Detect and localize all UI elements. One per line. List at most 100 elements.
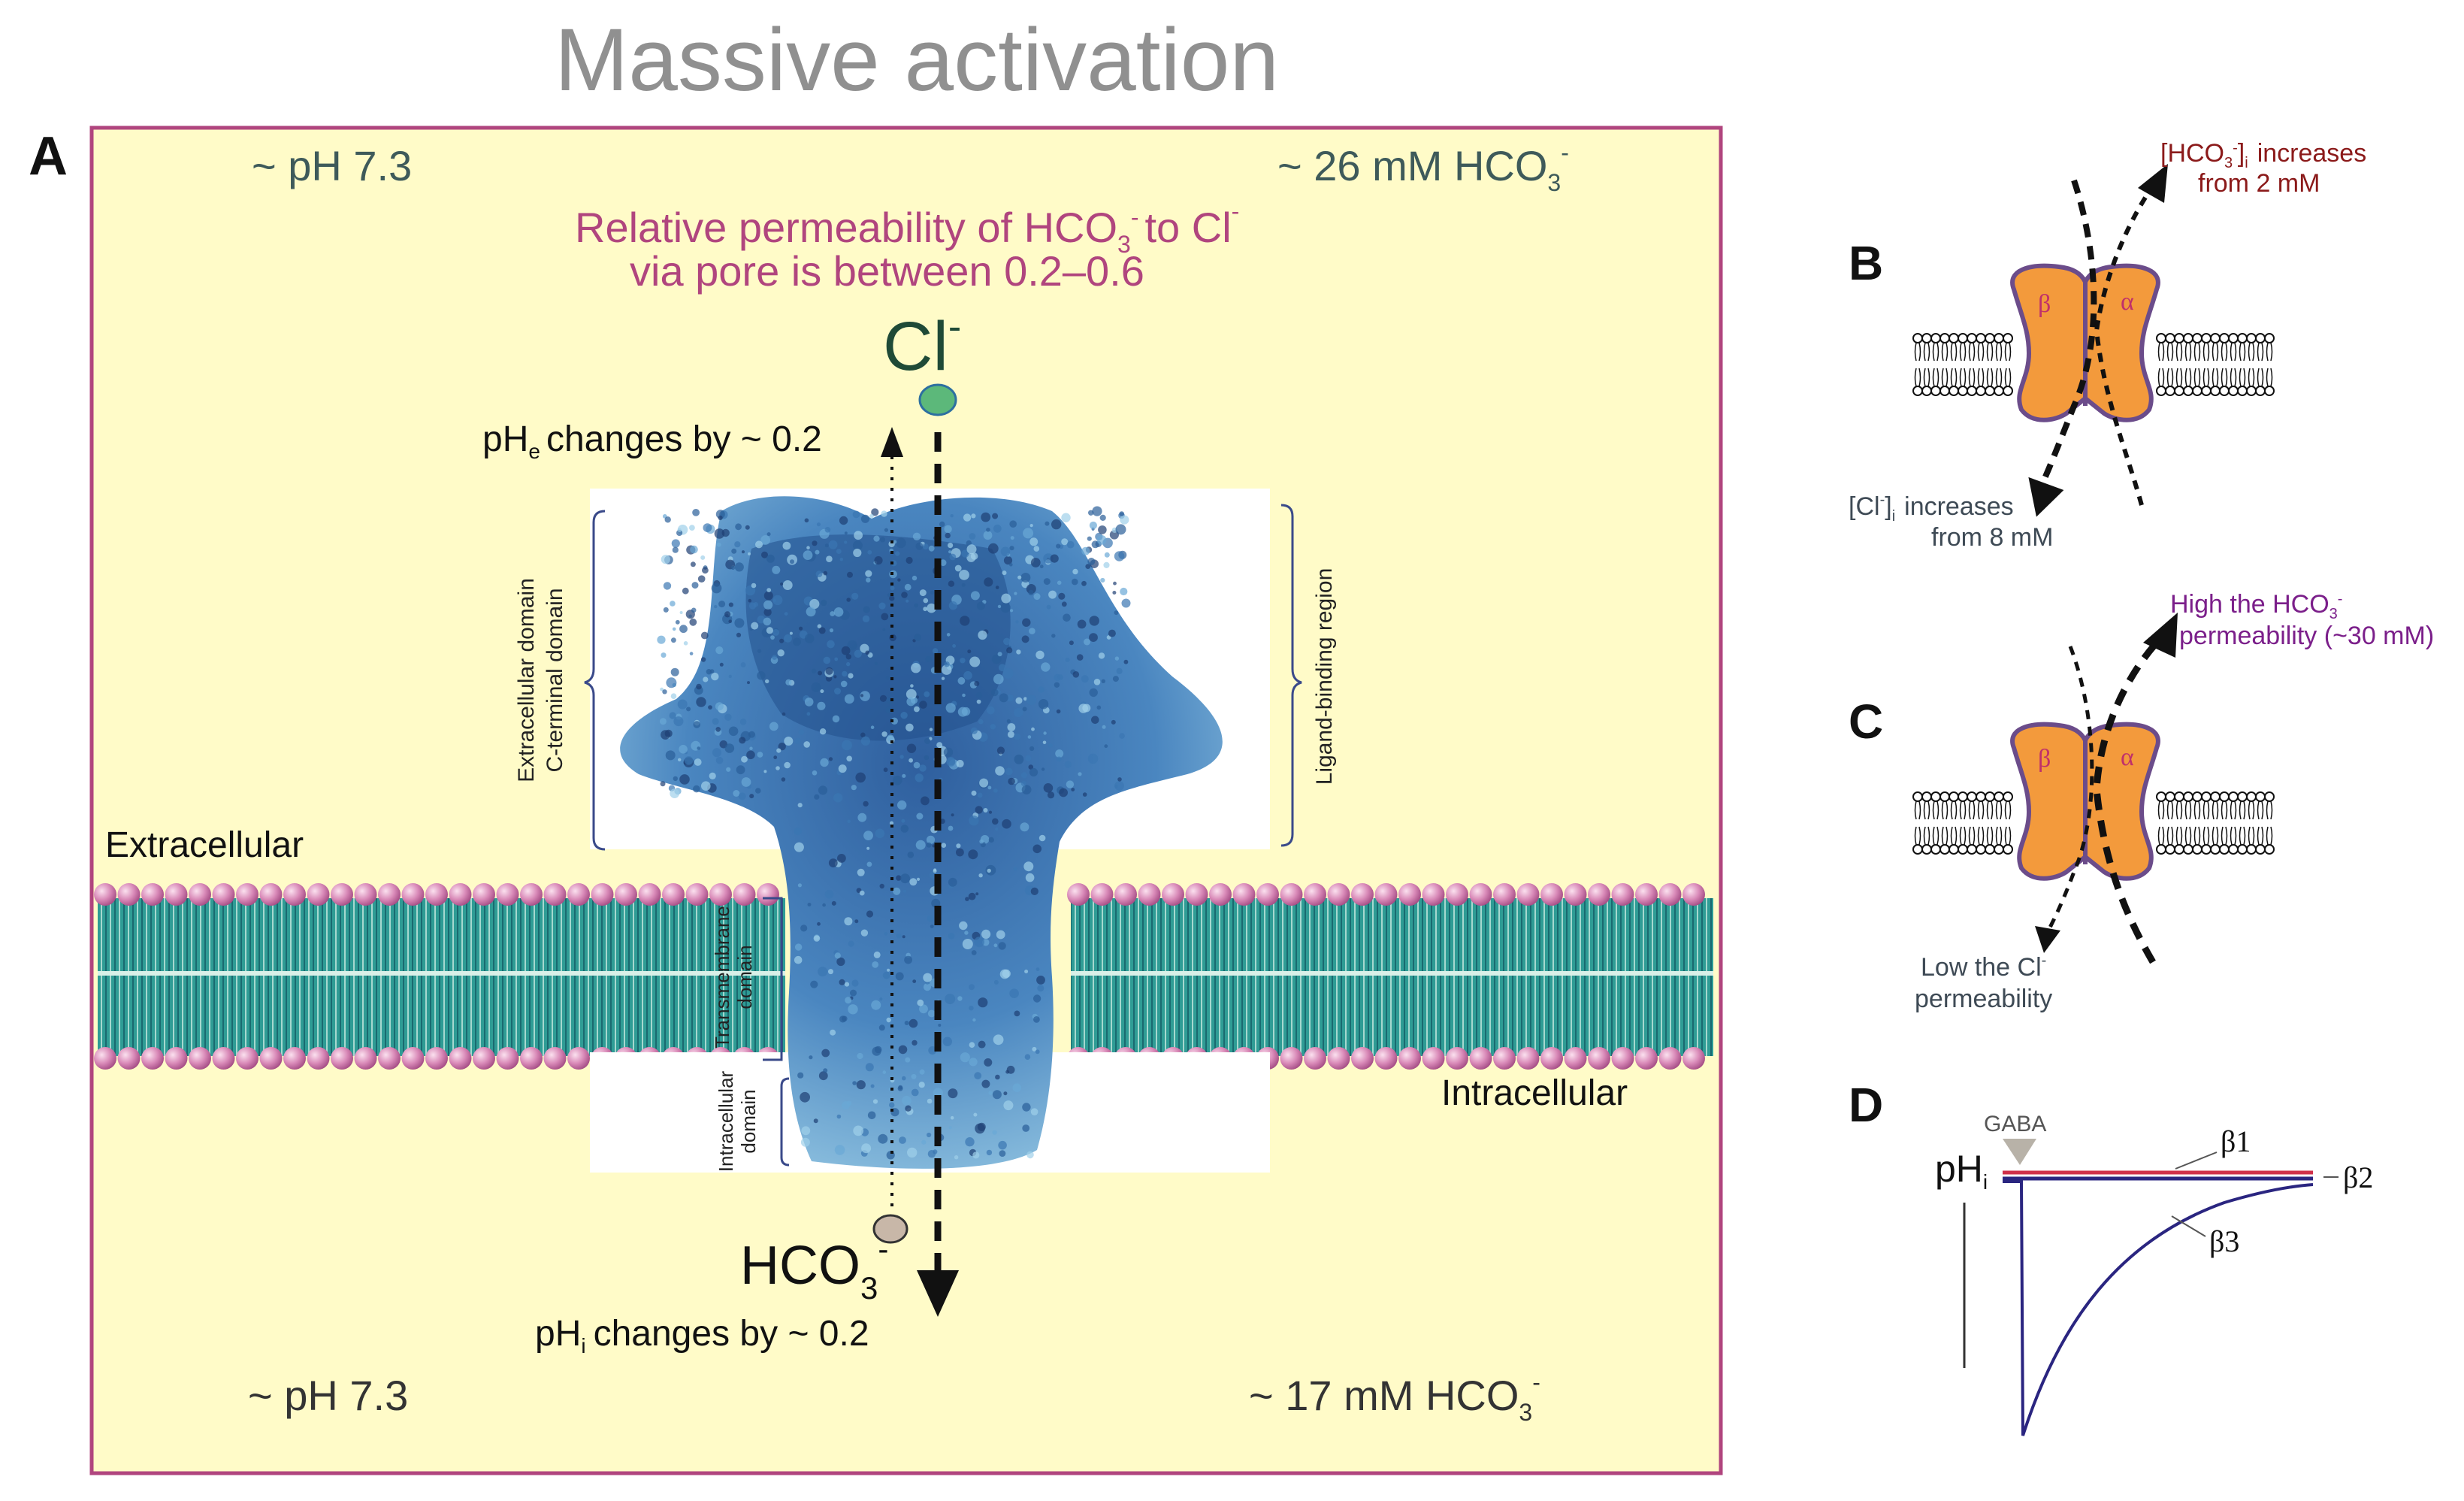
- lipid-head: [567, 883, 590, 906]
- bilayer-tail: [1950, 800, 1958, 820]
- density-blob: [975, 691, 983, 699]
- density-blob: [1030, 1108, 1039, 1115]
- bilayer-head: [2183, 791, 2193, 802]
- beta3-trace: [2003, 1180, 2314, 1436]
- density-blob: [965, 1137, 975, 1147]
- cl-influx-arrowhead: [917, 1270, 959, 1317]
- bilayer-tail: [2239, 826, 2246, 846]
- density-blob: [1041, 767, 1045, 771]
- bilayer-tail: [2266, 826, 2273, 846]
- density-blob: [1009, 546, 1014, 551]
- bilayer-head: [2264, 791, 2275, 802]
- density-blob: [696, 683, 702, 690]
- density-blob: [978, 997, 988, 1008]
- density-blob: [1042, 740, 1047, 745]
- bilayer-tail: [2175, 342, 2183, 362]
- density-blob: [734, 541, 741, 548]
- density-blob: [1102, 725, 1106, 729]
- density-blob: [916, 813, 924, 820]
- bilayer-tail: [2184, 342, 2192, 362]
- density-blob: [757, 649, 762, 653]
- bilayer-head: [2201, 333, 2212, 343]
- lipid-head: [1635, 883, 1658, 906]
- bilayer-tail: [2157, 800, 2165, 820]
- density-blob: [818, 1071, 828, 1081]
- density-blob: [1020, 573, 1031, 583]
- density-blob: [960, 658, 966, 664]
- density-blob: [950, 514, 954, 518]
- bilayer-tail: [2221, 826, 2228, 846]
- permeability-text-line2: via pore is between 0.2–0.6: [630, 247, 1144, 295]
- density-blob: [927, 1098, 933, 1104]
- bilayer-tail: [1995, 800, 2003, 820]
- bilayer-tail: [2248, 342, 2255, 362]
- bilayer-head: [2156, 791, 2166, 802]
- lipid-head: [496, 883, 519, 906]
- bilayer-head: [2246, 791, 2257, 802]
- lipid-head: [117, 1047, 141, 1070]
- lipid-head: [1588, 883, 1610, 906]
- bilayer-head: [2237, 791, 2248, 802]
- density-blob: [745, 525, 750, 530]
- lipid-head: [662, 883, 685, 906]
- beta3-label: β3: [2209, 1224, 2239, 1258]
- density-blob: [1112, 591, 1117, 595]
- density-blob: [1021, 785, 1032, 794]
- bilayer-tail: [1914, 368, 1921, 387]
- bilayer-head: [1912, 386, 1923, 396]
- density-blob: [833, 793, 843, 803]
- bilayer-tail: [1977, 368, 1985, 387]
- lipid-head: [1114, 883, 1137, 906]
- bilayer-tail: [1977, 800, 1985, 820]
- density-blob: [938, 1024, 942, 1027]
- density-blob: [751, 583, 757, 589]
- density-blob: [996, 746, 1005, 755]
- density-blob: [984, 577, 993, 587]
- bilayer-head: [1912, 791, 1923, 802]
- density-blob: [718, 515, 723, 521]
- density-blob: [693, 785, 700, 793]
- bilayer-tail: [2221, 800, 2228, 820]
- density-blob: [753, 602, 758, 607]
- density-blob: [889, 821, 894, 825]
- density-blob: [946, 633, 951, 637]
- density-blob: [804, 518, 809, 523]
- density-blob: [1120, 587, 1128, 596]
- bilayer-head: [1921, 791, 1932, 802]
- density-blob: [1022, 618, 1031, 627]
- density-blob: [851, 979, 859, 987]
- lipid-head: [1327, 883, 1350, 906]
- density-blob: [1089, 633, 1098, 642]
- density-blob: [823, 570, 828, 576]
- panel-b-hco3-arrowhead: [2138, 164, 2168, 203]
- membrane-right-heads-top: [1067, 883, 1705, 906]
- density-blob: [829, 628, 834, 633]
- density-blob: [999, 693, 1008, 703]
- density-blob: [939, 559, 947, 567]
- density-blob: [881, 510, 887, 517]
- density-blob: [1002, 570, 1007, 576]
- density-blob: [1051, 519, 1062, 530]
- density-blob: [1114, 610, 1119, 616]
- density-blob: [962, 693, 966, 698]
- density-blob: [901, 819, 905, 823]
- density-blob: [844, 540, 848, 544]
- density-blob: [878, 602, 886, 610]
- density-blob: [1048, 590, 1057, 599]
- lipid-head: [189, 1047, 211, 1070]
- density-blob: [914, 603, 918, 608]
- density-blob: [981, 929, 991, 939]
- density-blob: [964, 931, 969, 935]
- bilayer-tail: [2184, 800, 2192, 820]
- density-blob: [763, 617, 772, 626]
- density-blob: [724, 713, 732, 721]
- density-blob: [828, 858, 838, 867]
- density-blob: [736, 765, 745, 775]
- lipid-head: [1588, 1047, 1610, 1070]
- bilayer-head: [1939, 844, 1950, 855]
- density-blob: [926, 842, 932, 848]
- bilayer-tail: [2257, 342, 2264, 362]
- bilayer-head: [2210, 791, 2221, 802]
- intracellular-domain-bracket: [780, 1077, 790, 1167]
- density-blob: [993, 1034, 1004, 1046]
